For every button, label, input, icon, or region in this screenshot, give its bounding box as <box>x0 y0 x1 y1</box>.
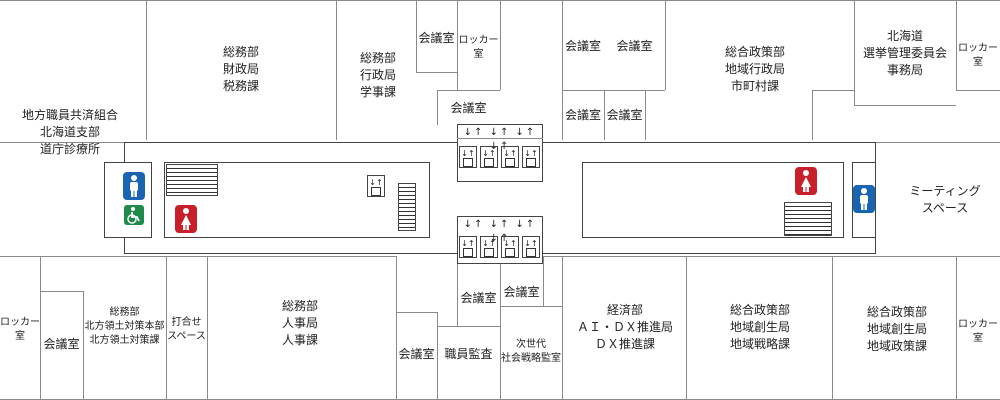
wall <box>396 312 437 313</box>
elevator-icon: ↓↑ <box>522 146 540 168</box>
room-jisedai: 次世代 社会戦略監室 <box>501 339 561 364</box>
wall <box>40 291 83 292</box>
wall <box>437 326 500 327</box>
wall <box>854 105 956 106</box>
wall <box>416 0 417 72</box>
room-senkyo: 北海道 選挙管理委員会 事務局 <box>862 29 947 77</box>
wall <box>665 0 666 90</box>
room-meeting-bottom2: 会議室 <box>398 347 435 361</box>
room-meeting-top1: 会議室 <box>418 31 455 45</box>
wall <box>832 256 833 400</box>
wall <box>0 142 124 143</box>
male-toilet-icon <box>853 185 875 213</box>
room-meeting-bottom1: 会議室 <box>43 337 80 351</box>
wall <box>812 90 813 140</box>
room-shokuin-kyosai: 地方職員共済組合 北海道支部 道庁診療所 <box>21 108 118 156</box>
female-toilet-icon <box>175 205 197 233</box>
wall <box>457 138 543 139</box>
elevator-bank-north <box>457 124 543 182</box>
wall <box>562 256 563 400</box>
stairs-icon <box>398 183 416 231</box>
wall <box>500 264 501 400</box>
wall <box>457 0 458 90</box>
room-meeting-top4: 会議室 <box>616 39 653 53</box>
room-sogo-chiiki-senryaku: 総合政策部 地域創生局 地域戦略課 <box>729 303 790 351</box>
room-somu-gyosei: 総務部 行政局 学事課 <box>359 51 396 99</box>
wall <box>500 306 562 307</box>
wall <box>876 142 1000 143</box>
wall <box>83 291 84 400</box>
wall <box>437 90 500 91</box>
room-meeting-top5: 会議室 <box>564 108 601 122</box>
stairs-icon <box>784 202 832 236</box>
wall <box>437 312 438 400</box>
elevator-icon: ↓↑ <box>522 236 540 258</box>
wall <box>645 90 646 140</box>
room-meeting-top6: 会議室 <box>606 108 643 122</box>
room-somu-jinji: 総務部 人事局 人事課 <box>281 299 318 347</box>
room-locker-bottom2: ロッカー室 <box>958 319 998 344</box>
wall <box>146 0 147 140</box>
wall <box>437 90 438 125</box>
wall <box>956 0 957 90</box>
elevator-arrows: ↓↑ ↓↑ ↓↑ ↓↑ <box>463 219 537 244</box>
wall <box>336 0 337 140</box>
room-somu-zaisei: 総務部 財政局 税務課 <box>222 45 259 93</box>
wall <box>956 90 1000 91</box>
wall <box>396 256 397 400</box>
room-meeting-space: ミーティング スペース <box>909 184 981 215</box>
room-meeting-bottom4: 会議室 <box>503 285 540 299</box>
room-locker-top1: ロッカー室 <box>458 35 499 60</box>
room-locker-bottom1: ロッカー室 <box>0 317 40 342</box>
elevator-arrows: ↓↑ ↓↑ ↓↑ ↓↑ <box>463 127 537 152</box>
male-toilet-icon <box>123 172 145 200</box>
elevator-icon: ↓↑ <box>367 175 385 197</box>
room-meeting-top3: 会議室 <box>564 39 601 53</box>
wall <box>457 264 458 326</box>
wall <box>500 0 501 90</box>
wall <box>854 0 855 105</box>
wall <box>416 72 457 73</box>
room-keizai-dx: 経済部 ＡＩ・ＤＸ推進局 ＤＸ推進課 <box>576 303 673 351</box>
accessible-toilet-icon <box>124 205 144 225</box>
stairs-icon <box>166 164 218 196</box>
elevator-icon: ↓↑ <box>480 236 498 258</box>
room-locker-top2: ロッカー室 <box>958 43 998 68</box>
wall <box>0 256 396 257</box>
room-sogo-chiiki-seisaku: 総合政策部 地域創生局 地域政策課 <box>866 305 927 353</box>
female-toilet-icon <box>795 167 817 195</box>
wall <box>207 256 208 400</box>
wall <box>166 256 167 400</box>
wall <box>562 90 665 91</box>
room-somu-hoppo: 総務部 北方領土対策本部 北方領土対策課 <box>84 307 165 346</box>
room-sogo-chiiki-gyosei: 総合政策部 地域行政局 市町村課 <box>724 45 785 93</box>
elevator-icon: ↓↑ <box>501 146 519 168</box>
wall <box>686 256 687 400</box>
wall <box>604 90 605 140</box>
wall <box>812 90 854 91</box>
room-meeting-bottom3: 会議室 <box>460 291 497 305</box>
elevator-icon: ↓↑ <box>501 236 519 258</box>
room-meeting-top2: 会議室 <box>450 101 487 115</box>
room-uchiawase: 打合せ スペース <box>167 317 206 342</box>
elevator-icon: ↓↑ <box>459 146 477 168</box>
wall <box>543 256 1000 257</box>
wall <box>40 256 41 400</box>
room-shokuin-kansa: 職員監査 <box>444 347 493 361</box>
elevator-icon: ↓↑ <box>459 236 477 258</box>
wall <box>543 256 544 306</box>
wall <box>956 256 957 400</box>
wall <box>562 0 563 140</box>
elevator-icon: ↓↑ <box>480 146 498 168</box>
